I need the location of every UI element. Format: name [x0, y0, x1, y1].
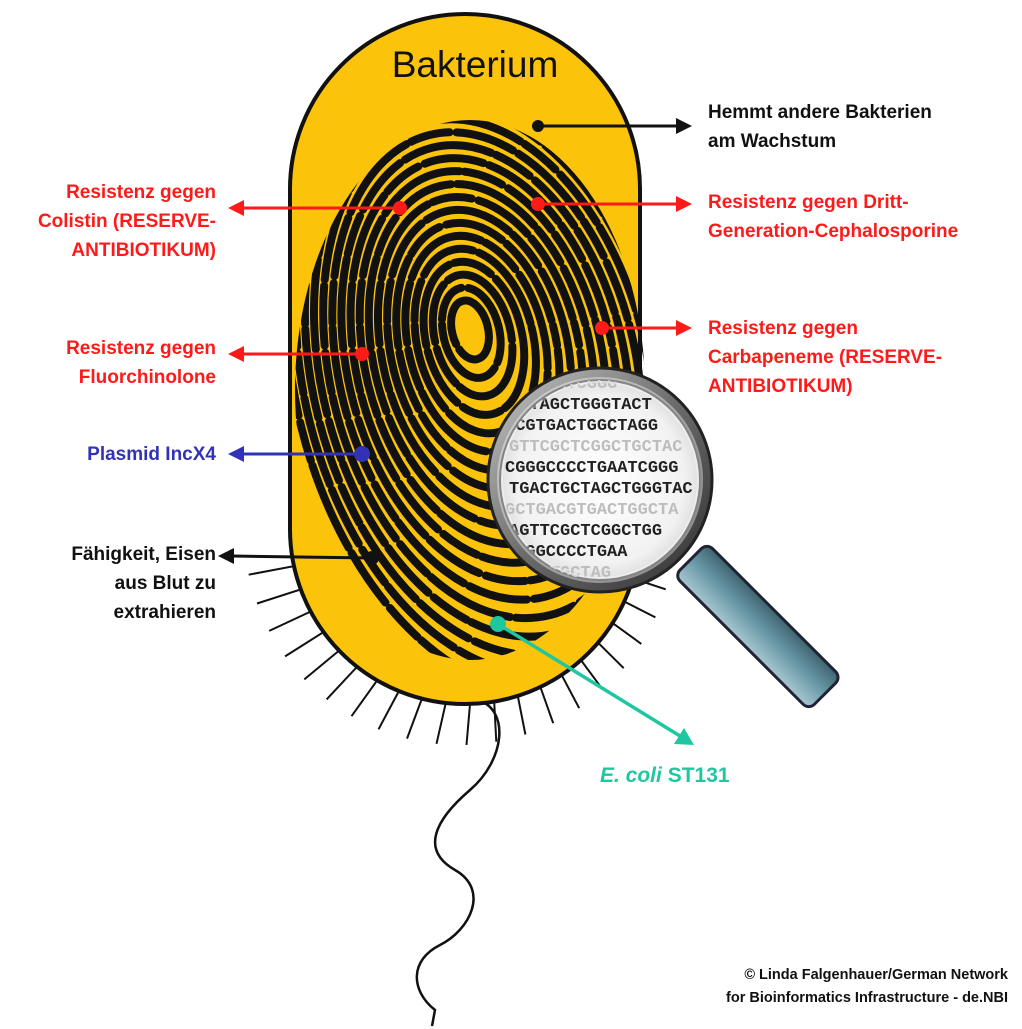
ecoli-sequence-type: ST131 — [662, 764, 730, 787]
label-plasmid: Plasmid IncX4 — [8, 440, 216, 469]
label-ecoli-strain: E. coli ST131 — [600, 764, 730, 788]
dna-sequence-line: CGGGCCCCTGAATCGGG — [505, 459, 678, 478]
label-fluorchinolone-resistance: Resistenz gegen Fluorchinolone — [8, 334, 216, 392]
flagellum-icon — [417, 700, 500, 1026]
label-growth-inhibition: Hemmt andere Bakterien am Wachstum — [708, 98, 932, 156]
label-cephalosporine-resistance: Resistenz gegen Dritt- Generation-Cephal… — [708, 188, 958, 246]
dna-sequence-line: GTTCGCTCGGCTGCTAC — [509, 438, 682, 457]
label-carbapeneme-resistance: Resistenz gegen Carbapeneme (RESERVE- AN… — [708, 314, 942, 401]
label-colistin-resistance: Resistenz gegen Colistin (RESERVE- ANTIB… — [8, 178, 216, 265]
label-iron-extraction: Fähigkeit, Eisen aus Blut zu extrahieren — [8, 540, 216, 627]
dna-sequence-line: GCTGACGTGACTGGCTA — [505, 501, 679, 520]
dna-sequence-line: ACGTGACTGGCTAGG — [505, 417, 658, 436]
dna-sequence-line: TGACTGCTAGCTGGGTAC — [509, 480, 693, 499]
dna-sequence-line: AGTTCGCTCGGCTGG — [509, 522, 662, 541]
diagram-title: Bakterium — [360, 44, 590, 86]
ecoli-species: E. coli — [600, 764, 662, 787]
copyright-credit: © Linda Falgenhauer/German Network for B… — [598, 964, 1008, 1010]
